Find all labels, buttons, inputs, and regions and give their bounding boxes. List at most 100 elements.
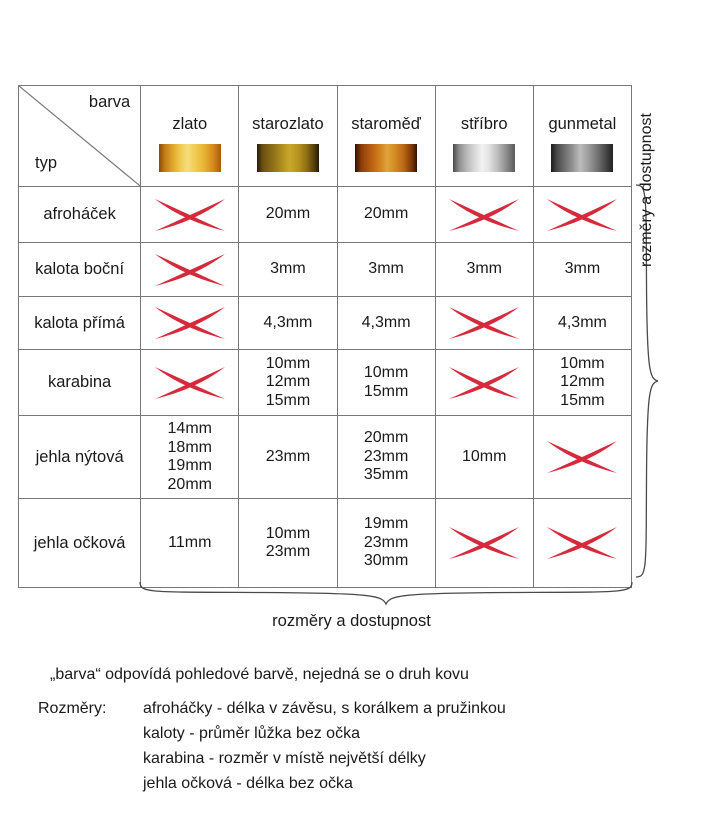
size-value: 15mm [363,382,409,400]
corner-axis-cell: barva typ [17,85,142,187]
dimensions-legend-row: karabina - rozměr v místě největší délky [38,750,506,768]
size-value: 23mm [265,543,311,561]
cell-unavailable [532,498,633,589]
antique-gold-swatch [256,143,319,172]
row-header-label: afroháček [17,186,142,243]
size-value: 12mm [265,373,311,391]
size-list: 4,3mm [534,310,631,337]
size-value: 4,3mm [361,313,411,331]
column-header-label: staroměď [351,114,421,133]
cell-unavailable [140,296,240,350]
antique-copper-swatch [355,143,418,172]
cell-unavailable [434,186,534,243]
size-list: 23mm [239,444,336,471]
size-value: 20mm [363,429,409,447]
row-header-label: karabina [17,349,142,416]
dimensions-legend: Rozměry: afroháčky - délka v závěsu, s ko… [38,700,506,800]
cell-sizes: 20mm [336,186,436,243]
size-list: 3mm [436,256,533,283]
cell-unavailable [434,296,534,350]
cell-unavailable [532,186,633,243]
size-value: 23mm [363,447,409,465]
size-value: 20mm [265,205,311,223]
cell-unavailable [140,349,240,416]
size-list: 3mm [534,256,631,283]
unavailable-x-icon [547,198,618,231]
size-value: 20mm [167,475,212,493]
dimensions-legend-row: jehla očková - délka bez očka [38,775,506,793]
unavailable-x-icon [547,441,618,474]
column-header-label: stříbro [460,114,508,133]
size-value: 10mm [265,354,311,372]
dimensions-legend-label: Rozměry: [38,700,107,717]
cell-sizes: 3mm [238,242,338,297]
cell-sizes: 4,3mm [532,296,633,350]
size-value: 23mm [265,447,311,465]
dimensions-legend-row: Rozměry: afroháčky - délka v závěsu, s ko… [38,700,506,718]
size-list: 20mm [239,201,336,228]
column-header-label: gunmetal [548,114,617,133]
size-value: 10mm [462,447,507,465]
right-brace [635,184,659,578]
silver-swatch [453,143,516,172]
size-list: 3mm [239,256,336,283]
size-value: 23mm [363,533,409,551]
row-axis-label: typ [35,154,58,172]
size-value: 11mm [168,533,212,551]
size-value: 10mm [363,363,409,381]
unavailable-x-icon [449,198,520,231]
cell-sizes: 10mm [434,414,534,500]
cell-sizes: 23mm [238,414,338,500]
size-value: 3mm [368,260,404,278]
size-value: 15mm [560,391,605,409]
column-axis-label: barva [88,93,131,111]
cell-unavailable [434,498,534,589]
unavailable-x-icon [154,253,225,286]
column-header-gold: zlato [140,85,240,187]
cell-sizes: 20mm [238,186,338,243]
dimensions-legend-row: kaloty - průměr lůžka bez očka [38,725,506,743]
size-list: 3mm [338,256,435,283]
size-list: 20mm [338,201,435,228]
column-header-gunmetal: gunmetal [532,85,633,187]
size-value: 12mm [560,373,605,391]
size-list: 10mm [436,444,533,471]
cell-sizes: 3mm [532,242,633,297]
column-header-label: zlato [172,114,208,133]
size-value: 19mm [363,515,409,533]
column-header-antique-copper: staroměď [336,85,436,187]
unavailable-x-icon [154,198,225,231]
cell-sizes: 3mm [336,242,436,297]
dimensions-legend-text: jehla očková - délka bez očka [143,775,353,792]
unavailable-x-icon [449,527,520,560]
size-value: 10mm [560,354,605,372]
gold-swatch [158,143,221,172]
unavailable-x-icon [449,366,520,399]
dimensions-legend-text: karabina - rozměr v místě největší délky [143,750,426,767]
cell-unavailable [140,242,240,297]
cell-sizes: 4,3mm [336,296,436,350]
size-value: 20mm [363,205,409,223]
row-header-label: kalota přímá [17,296,142,350]
gunmetal-swatch [551,143,614,172]
column-header-silver: stříbro [434,85,534,187]
right-brace-label: rozměry a dostupnost [638,113,655,267]
bottom-brace-label: rozměry a dostupnost [272,612,431,630]
dimensions-legend-text: afroháčky - délka v závěsu, s korálkem a… [143,700,506,717]
size-value: 3mm [564,260,601,278]
cell-sizes: 11mm [140,498,240,589]
